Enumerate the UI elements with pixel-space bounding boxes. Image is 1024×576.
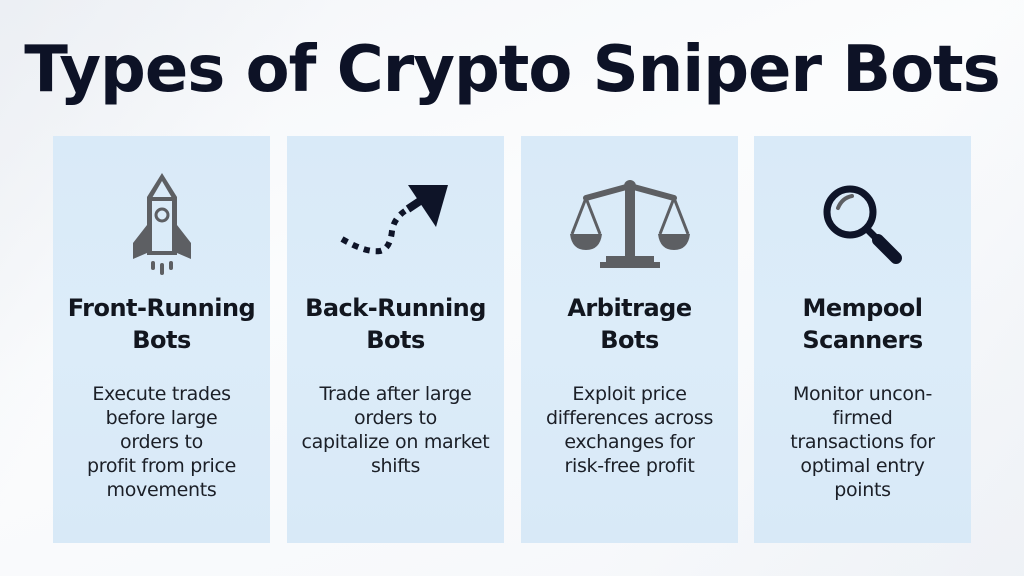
balance-scale-icon [521,164,738,284]
card-mempool-scanners: Mempool Scanners Monitor uncon- firmed t… [754,136,971,543]
card-description: Execute trades before large orders to pr… [53,382,270,502]
card-description: Exploit price differences across exchang… [521,382,738,478]
card-heading: Arbitrage Bots [521,292,738,356]
card-heading: Back-Running Bots [287,292,504,356]
rocket-icon [53,164,270,284]
heading-line: Scanners [802,326,923,354]
desc-line: differences across [545,407,714,429]
desc-line: optimal entry [800,455,925,477]
card-back-running-bots: Back-Running Bots Trade after large orde… [287,136,504,543]
heading-line: Bots [600,326,659,354]
desc-line: points [834,479,891,501]
desc-line: Execute trades [92,383,231,405]
desc-line: movements [106,479,217,501]
heading-line: Bots [366,326,425,354]
heading-line: Mempool [802,294,923,322]
card-heading: Mempool Scanners [754,292,971,356]
desc-line: firmed [832,407,893,429]
desc-line: Trade after large [319,383,472,405]
desc-line: exchanges for [564,431,695,453]
heading-line: Bots [132,326,191,354]
desc-line: Exploit price [572,383,687,405]
desc-line: Monitor uncon- [792,383,933,405]
heading-line: Front-Running [67,294,256,322]
card-description: Trade after large orders to capitalize o… [287,382,504,478]
page-title: Types of Crypto Sniper Bots [24,33,1000,107]
card-front-running-bots: Front-Running Bots Execute trades before… [53,136,270,543]
card-description: Monitor uncon- firmed transactions for o… [754,382,971,502]
desc-line: transactions for [790,431,935,453]
desc-line: orders to [120,431,203,453]
desc-line: orders to [354,407,437,429]
heading-line: Arbitrage [567,294,692,322]
desc-line: shifts [370,455,421,477]
magnifying-glass-icon [754,164,971,284]
desc-line: before large [105,407,218,429]
desc-line: profit from price [87,455,236,477]
desc-line: risk-free profit [564,455,695,477]
desc-line: capitalize on market [301,431,490,453]
card-heading: Front-Running Bots [53,292,270,356]
card-arbitrage-bots: Arbitrage Bots Exploit price differences… [521,136,738,543]
heading-line: Back-Running [305,294,486,322]
dotted-arrow-icon [287,164,504,284]
